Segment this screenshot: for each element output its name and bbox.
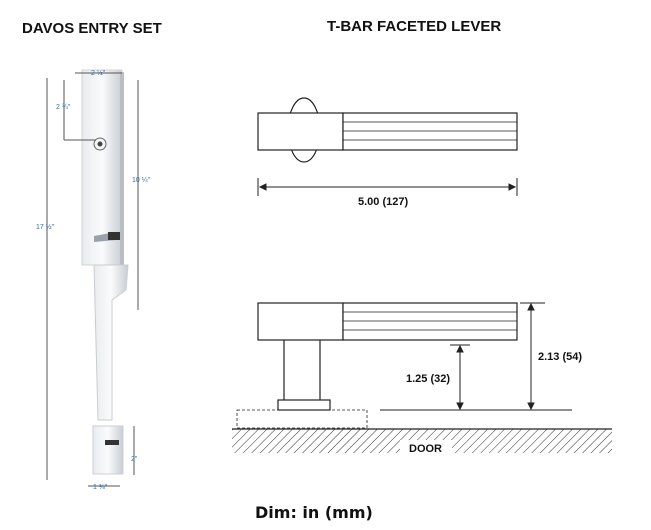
rose-width-label: 1 ⅜" <box>93 484 108 491</box>
cylinder-offset-label: 2 ¾" <box>56 104 71 111</box>
overall-height-label: 17 ½" <box>36 223 55 231</box>
lever-top-view <box>257 97 518 163</box>
plate-width-label: 2 ½" <box>91 69 106 77</box>
clearance-label: 1.25 (32) <box>406 373 450 385</box>
lever-title: T-BAR FACETED LEVER <box>327 18 502 35</box>
handleset-illustration <box>81 69 129 475</box>
lever-side-view <box>236 302 518 429</box>
rose-height-label: 2" <box>131 456 138 463</box>
door-surface <box>232 428 612 454</box>
entry-set-title: DAVOS ENTRY SET <box>22 20 162 37</box>
lever-length-dimension <box>257 178 518 196</box>
lever-length-label: 5.00 (127) <box>358 196 408 208</box>
lever-height-dimensions <box>380 302 572 411</box>
handleset-dimension-lines <box>46 72 139 487</box>
door-label: DOOR <box>409 443 442 455</box>
units-note: Dim: in (mm) <box>255 503 373 522</box>
plate-height-label: 10 ¼" <box>132 177 151 184</box>
projection-label: 2.13 (54) <box>538 351 582 363</box>
